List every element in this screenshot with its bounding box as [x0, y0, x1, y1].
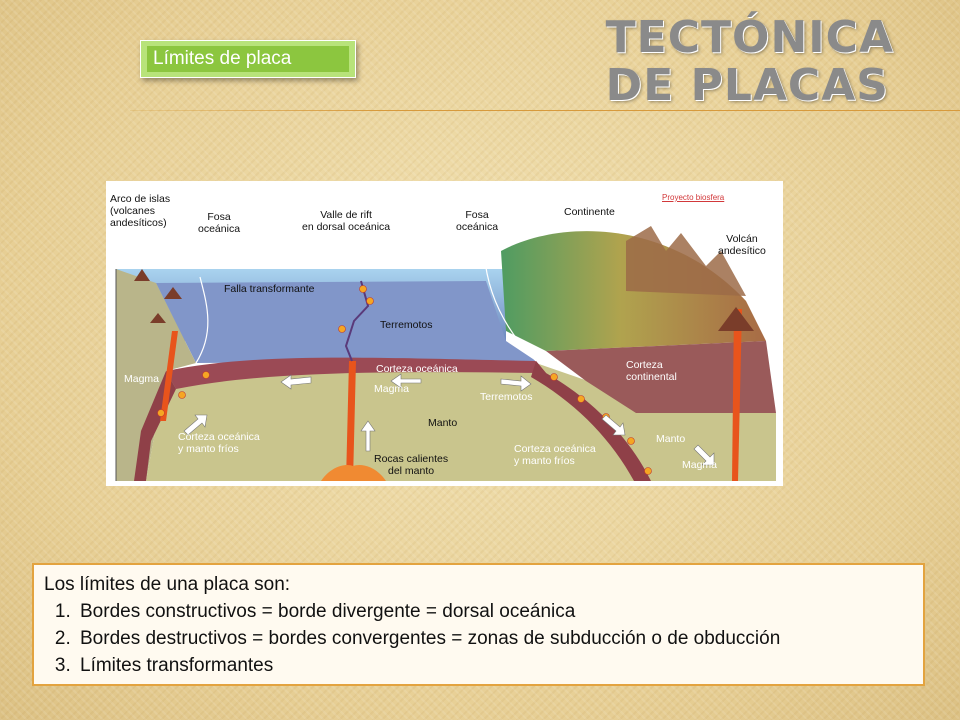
label-mantle-center: Manto: [428, 417, 458, 429]
label-magma-right: Magma: [682, 459, 718, 471]
boundary-list: Bordes constructivos = borde divergente …: [44, 598, 913, 679]
trench-right: [483, 250, 537, 362]
island-volcano-2: [164, 287, 182, 299]
label-magma-center: Magma: [374, 383, 410, 395]
slide-title-line-2: DE PLACAS: [605, 60, 889, 111]
label-island-arc: Arco de islas (volcanes andesíticos): [110, 193, 171, 229]
label-magma-left: Magma: [124, 373, 160, 385]
slide-title: TECTÓNICA DE PLACAS: [606, 14, 894, 110]
motion-arrows: [183, 373, 715, 466]
label-earthquakes-right: Terremotos: [480, 391, 533, 403]
label-continent: Continente: [564, 206, 615, 218]
plate-boundaries-textbox: Los límites de una placa son: Bordes con…: [32, 563, 925, 686]
label-trench-left: Fosa oceánica: [198, 211, 241, 235]
boundary-item-2: Bordes destructivos = bordes convergente…: [76, 625, 913, 652]
section-tag-label: Límites de placa: [147, 46, 349, 72]
label-hot-mantle-rocks: Rocas calientes del manto: [374, 453, 449, 477]
plate-tectonics-diagram: Proyecto biosfera Arco de islas (volcane…: [106, 181, 783, 486]
earthquake-markers: [157, 285, 652, 475]
label-rift-valley: Valle de rift en dorsal oceánica: [302, 209, 391, 233]
label-mantle-right: Manto: [656, 433, 686, 445]
label-continental-crust: Corteza continental: [626, 359, 677, 383]
continental-crust: [546, 341, 776, 413]
textbox-intro: Los límites de una placa son:: [44, 574, 291, 595]
label-andesitic-volcano: Volcán andesítico: [718, 233, 766, 257]
trench-left: [195, 276, 209, 364]
ocean-floor: [156, 281, 536, 363]
oceanic-crust: [166, 357, 546, 389]
rift-line: [344, 280, 370, 362]
arc-magma: [160, 331, 178, 421]
block-left-side: [116, 269, 196, 481]
label-earthquakes-center: Terremotos: [380, 319, 433, 331]
mountains: [626, 226, 746, 296]
slide-title-line-1: TECTÓNICA: [605, 12, 894, 63]
volcano-cone: [718, 307, 754, 331]
hot-mantle-plume: [321, 464, 386, 481]
label-cold-crust-left: Corteza oceánica y manto fríos: [178, 431, 260, 455]
diagram-illustration: [115, 226, 776, 481]
image-credit-link[interactable]: Proyecto biosfera: [662, 193, 725, 202]
label-transform-fault: Falla transformante: [224, 283, 315, 295]
label-cold-crust-right: Corteza oceánica y manto fríos: [514, 443, 596, 467]
subducting-slab-right: [531, 361, 651, 481]
label-oceanic-crust: Corteza oceánica: [376, 363, 458, 375]
volcano-magma: [732, 309, 742, 481]
island-volcano-3: [150, 313, 166, 323]
island-volcano-1: [134, 269, 150, 281]
label-trench-right: Fosa oceánica: [456, 209, 499, 233]
section-tag: Límites de placa: [140, 40, 356, 78]
boundary-item-1: Bordes constructivos = borde divergente …: [76, 598, 913, 625]
mantle-right: [636, 413, 776, 481]
rift-magma: [346, 361, 356, 481]
mantle-area: [146, 363, 666, 481]
boundary-item-3: Límites transformantes: [76, 652, 913, 679]
title-divider: [130, 110, 960, 111]
